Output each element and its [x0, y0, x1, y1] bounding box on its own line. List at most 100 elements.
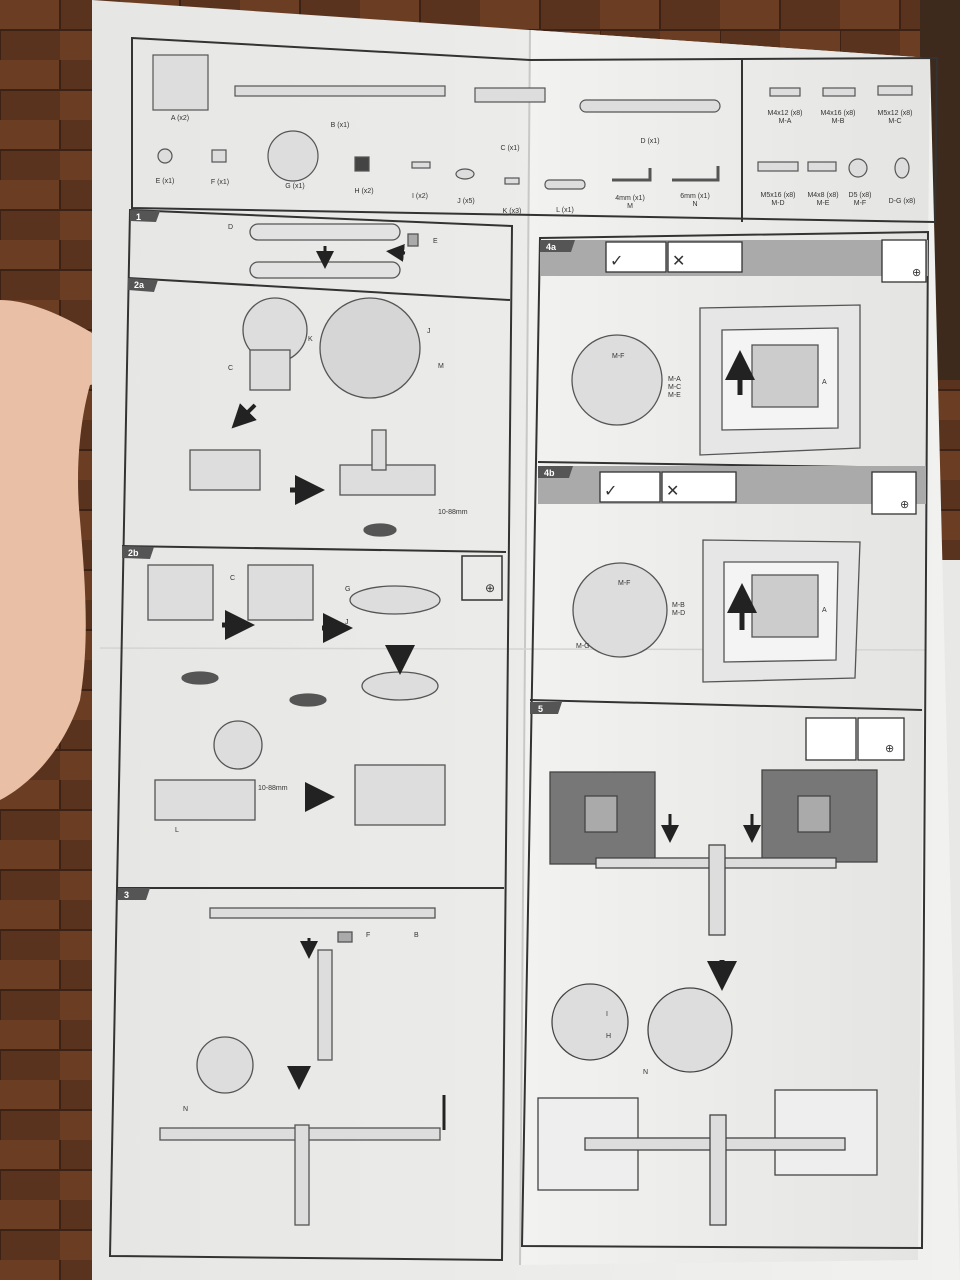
washer-icon	[455, 168, 475, 180]
two-person-badge	[805, 717, 857, 761]
pole-step5	[708, 844, 726, 936]
pole-icon	[579, 99, 721, 113]
screw-m-b-icon	[822, 87, 856, 97]
step-2a-tag	[128, 278, 158, 292]
cap-icon	[157, 148, 173, 164]
callout-mb: M-B	[672, 602, 685, 609]
screw-mc-label: M5x12 (x8)	[877, 110, 912, 117]
callout-me: M-E	[668, 392, 681, 399]
screwdriver-badge-5	[857, 717, 905, 761]
callout-j: J	[427, 328, 431, 335]
callout-k: K	[308, 336, 313, 343]
vesa-plate-4b	[751, 574, 819, 638]
clamp-2b-1	[147, 564, 214, 621]
desk-edge	[339, 464, 436, 496]
cross-icon-4a: ✕	[672, 253, 685, 270]
desk-grommet-2	[354, 764, 446, 826]
allen-key-6mm-icon	[672, 166, 720, 182]
detail-circle-5b	[647, 987, 733, 1073]
callout-mc: M-C	[668, 384, 681, 391]
part-c-label: C (x1)	[500, 145, 519, 152]
screwdriver-badge-4b	[871, 471, 917, 515]
pole-assembled-illustration	[249, 261, 401, 279]
screw-m-c-icon	[877, 85, 913, 96]
check-box-4a	[605, 241, 667, 273]
step-1-number: 1	[136, 212, 141, 222]
clamp-knob	[363, 523, 397, 537]
part-a-label: A (x2)	[171, 115, 189, 122]
screw-mb-label: M4x16 (x8)	[820, 110, 855, 117]
plus-icon-4b: ⊕	[900, 499, 909, 511]
detail-circle-2b	[213, 720, 263, 770]
screw-me-letter: M-E	[817, 200, 830, 207]
part-m-label: 4mm (x1)	[615, 195, 645, 202]
monitor-right-final	[774, 1089, 878, 1176]
clamp-body	[249, 349, 291, 391]
check-icon-4a: ✓	[610, 253, 623, 270]
step-4a-number: 4a	[546, 242, 557, 252]
cross-icon-4b: ✕	[666, 483, 679, 500]
bolt-icon	[411, 161, 431, 169]
callout-j-2b: J	[345, 619, 349, 626]
screw-md-letter: M-D	[771, 200, 784, 207]
crossbar-step3-top	[209, 907, 436, 919]
screw-m-d-icon	[757, 161, 799, 172]
desk-grommet	[154, 779, 256, 821]
plus-icon-4a: ⊕	[912, 267, 921, 279]
step-4b-number: 4b	[544, 468, 555, 478]
callout-d: D	[228, 224, 233, 231]
cross-box-4b	[661, 471, 737, 503]
callout-l: L	[175, 827, 179, 834]
part-l-label: L (x1)	[556, 207, 574, 214]
pole-final	[709, 1114, 727, 1226]
part-k-label: K (x3)	[503, 208, 522, 215]
callout-b: B	[414, 932, 419, 939]
vesa-plate-icon	[152, 54, 209, 111]
washer-mf-letter: M-F	[854, 200, 866, 207]
callout-c-2b: C	[230, 575, 235, 582]
part-h-label: H (x2)	[354, 188, 373, 195]
detail-circle-4b	[572, 562, 668, 658]
part-b-label: B (x1)	[331, 122, 350, 129]
crossbar-icon	[234, 85, 446, 97]
callout-n-5: N	[643, 1069, 648, 1076]
part-m-letter: M	[627, 203, 633, 210]
clamp-icon	[474, 87, 546, 103]
part-n-letter: N	[692, 201, 697, 208]
spacer-mg-label: D-G (x8)	[889, 198, 916, 205]
vesa-plate-4a	[751, 344, 819, 408]
screw-mc-letter: M-C	[888, 118, 901, 125]
callout-range-1: 10-88mm	[438, 509, 468, 516]
screw-ma-label: M4x12 (x8)	[767, 110, 802, 117]
callout-a-4b: A	[822, 607, 827, 614]
grommet-plate-2b-bottom	[361, 671, 439, 701]
grommet-plate-2b	[349, 585, 441, 615]
screw-md-label: M5x16 (x8)	[760, 192, 795, 199]
callout-mf-4a: M-F	[612, 353, 624, 360]
part-n-label: 6mm (x1)	[680, 193, 710, 200]
part-d-label: D (x1)	[640, 138, 659, 145]
step-2b-number: 2b	[128, 548, 139, 558]
callout-i: I	[606, 1011, 608, 1018]
spacer-icon	[544, 179, 586, 190]
step-4b-tag	[538, 466, 573, 478]
allen-key-4mm-icon	[612, 168, 652, 182]
callout-mg: M-G	[576, 643, 590, 650]
screwdriver-badge-4a	[881, 239, 927, 283]
washer-mf-label: D5 (x8)	[849, 192, 872, 199]
clamp-side	[189, 449, 261, 491]
collar-icon	[211, 149, 227, 163]
screw-k-icon	[504, 177, 520, 185]
clamp-2b-2	[247, 564, 314, 621]
spacer-m-g-icon	[894, 157, 910, 179]
part-j-label: J (x5)	[457, 198, 475, 205]
plus-icon-5: ⊕	[885, 743, 894, 755]
callout-h: H	[606, 1033, 611, 1040]
callout-f: F	[366, 932, 370, 939]
part-f-label: F (x1)	[211, 179, 229, 186]
screw-m-e-icon	[807, 161, 837, 172]
check-icon-4b: ✓	[604, 483, 617, 500]
screw-mb-letter: M-B	[832, 118, 845, 125]
parts-list	[131, 36, 939, 224]
step-4a-tag	[540, 240, 575, 252]
